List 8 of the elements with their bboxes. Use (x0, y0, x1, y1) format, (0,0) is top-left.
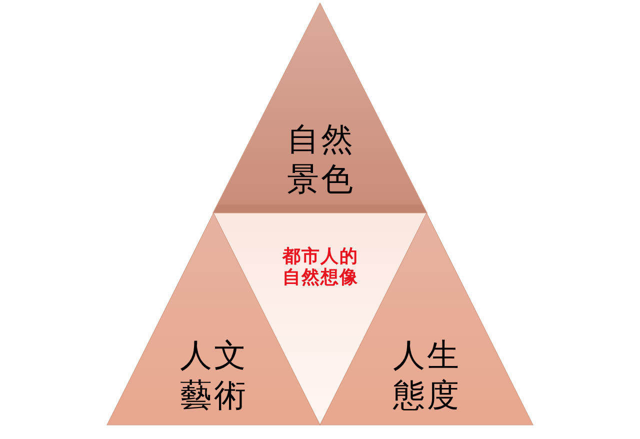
inverted-triangle-segment (213, 213, 427, 425)
triangle-label: 人文藝術 (179, 335, 249, 415)
triangle-segment (107, 213, 320, 425)
triangle-label: 人生態度 (392, 335, 462, 415)
triangle-label: 都市人的自然想像 (281, 246, 360, 288)
triangle-segment (213, 3, 427, 213)
triangle-label: 自然景色 (286, 119, 356, 199)
triangle-segment (320, 213, 533, 425)
